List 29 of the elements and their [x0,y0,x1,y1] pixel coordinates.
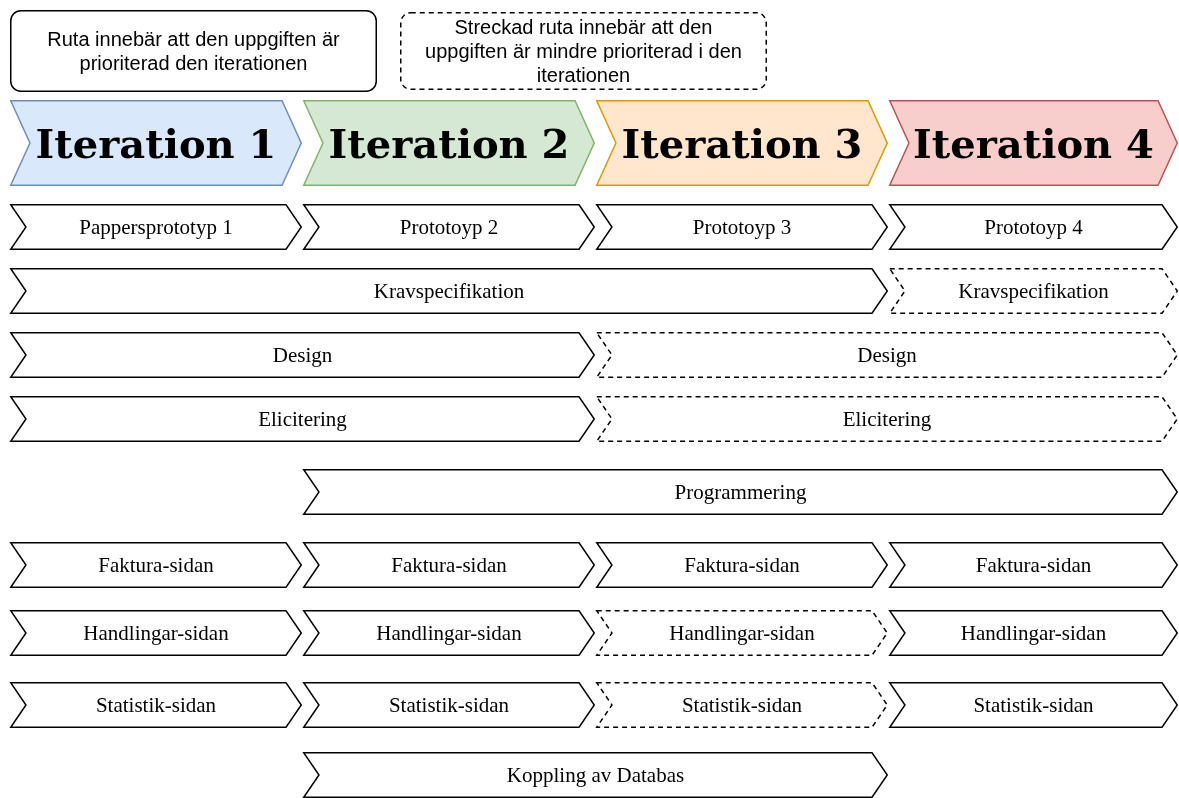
task-bar: Pappersprototyp 1 [10,204,302,250]
task-bar: Faktura-sidan [303,542,595,588]
task-bar: Prototoyp 4 [889,204,1178,250]
task-bar: Koppling av Databas [303,752,888,798]
note-box: Ruta innebär att den uppgiften är prioriterad den iterationen [10,10,377,92]
task-bar: Faktura-sidan [10,542,302,588]
task-bar: Statistik-sidan [889,682,1178,728]
dashed-task-bar: Elicitering [596,396,1178,442]
task-bar: Handlingar-sidan [303,610,595,656]
iteration-header: Iteration 4 [889,100,1178,186]
task-bar: Handlingar-sidan [10,610,302,656]
dashed-task-bar: Handlingar-sidan [596,610,888,656]
dashed-note-box: Streckad ruta innebär att den uppgiften är mindre prioriterad i den iterationen [400,12,767,90]
dashed-task-bar: Statistik-sidan [596,682,888,728]
task-bar: Prototoyp 2 [303,204,595,250]
task-bar: Faktura-sidan [889,542,1178,588]
iteration-header: Iteration 1 [10,100,302,186]
iteration-header: Iteration 3 [596,100,888,186]
dashed-task-bar: Design [596,332,1178,378]
task-bar: Design [10,332,595,378]
task-bar: Programmering [303,469,1178,515]
dashed-task-bar: Kravspecifikation [889,268,1178,314]
task-bar: Faktura-sidan [596,542,888,588]
task-bar: Statistik-sidan [303,682,595,728]
task-bar: Elicitering [10,396,595,442]
task-bar: Statistik-sidan [10,682,302,728]
iteration-header: Iteration 2 [303,100,595,186]
task-bar: Handlingar-sidan [889,610,1178,656]
task-bar: Prototoyp 3 [596,204,888,250]
